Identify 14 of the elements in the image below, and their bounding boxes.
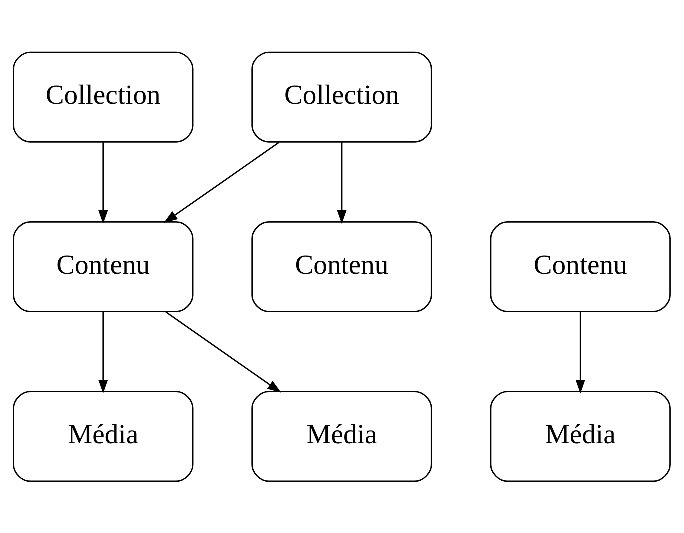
node-box: Collection <box>252 51 432 142</box>
arrow <box>98 312 108 394</box>
node-box: Collection <box>13 51 194 142</box>
node-box: Contenu <box>252 220 432 312</box>
node-box: Contenu <box>13 220 194 312</box>
arrow <box>98 142 108 224</box>
node-box: Média <box>252 390 432 482</box>
node-box: Média <box>490 390 671 482</box>
arrow <box>337 142 347 224</box>
arrow <box>164 142 280 223</box>
arrow <box>166 311 282 392</box>
node-box: Média <box>13 390 194 482</box>
node-box: Contenu <box>490 220 671 312</box>
arrow <box>576 312 586 394</box>
